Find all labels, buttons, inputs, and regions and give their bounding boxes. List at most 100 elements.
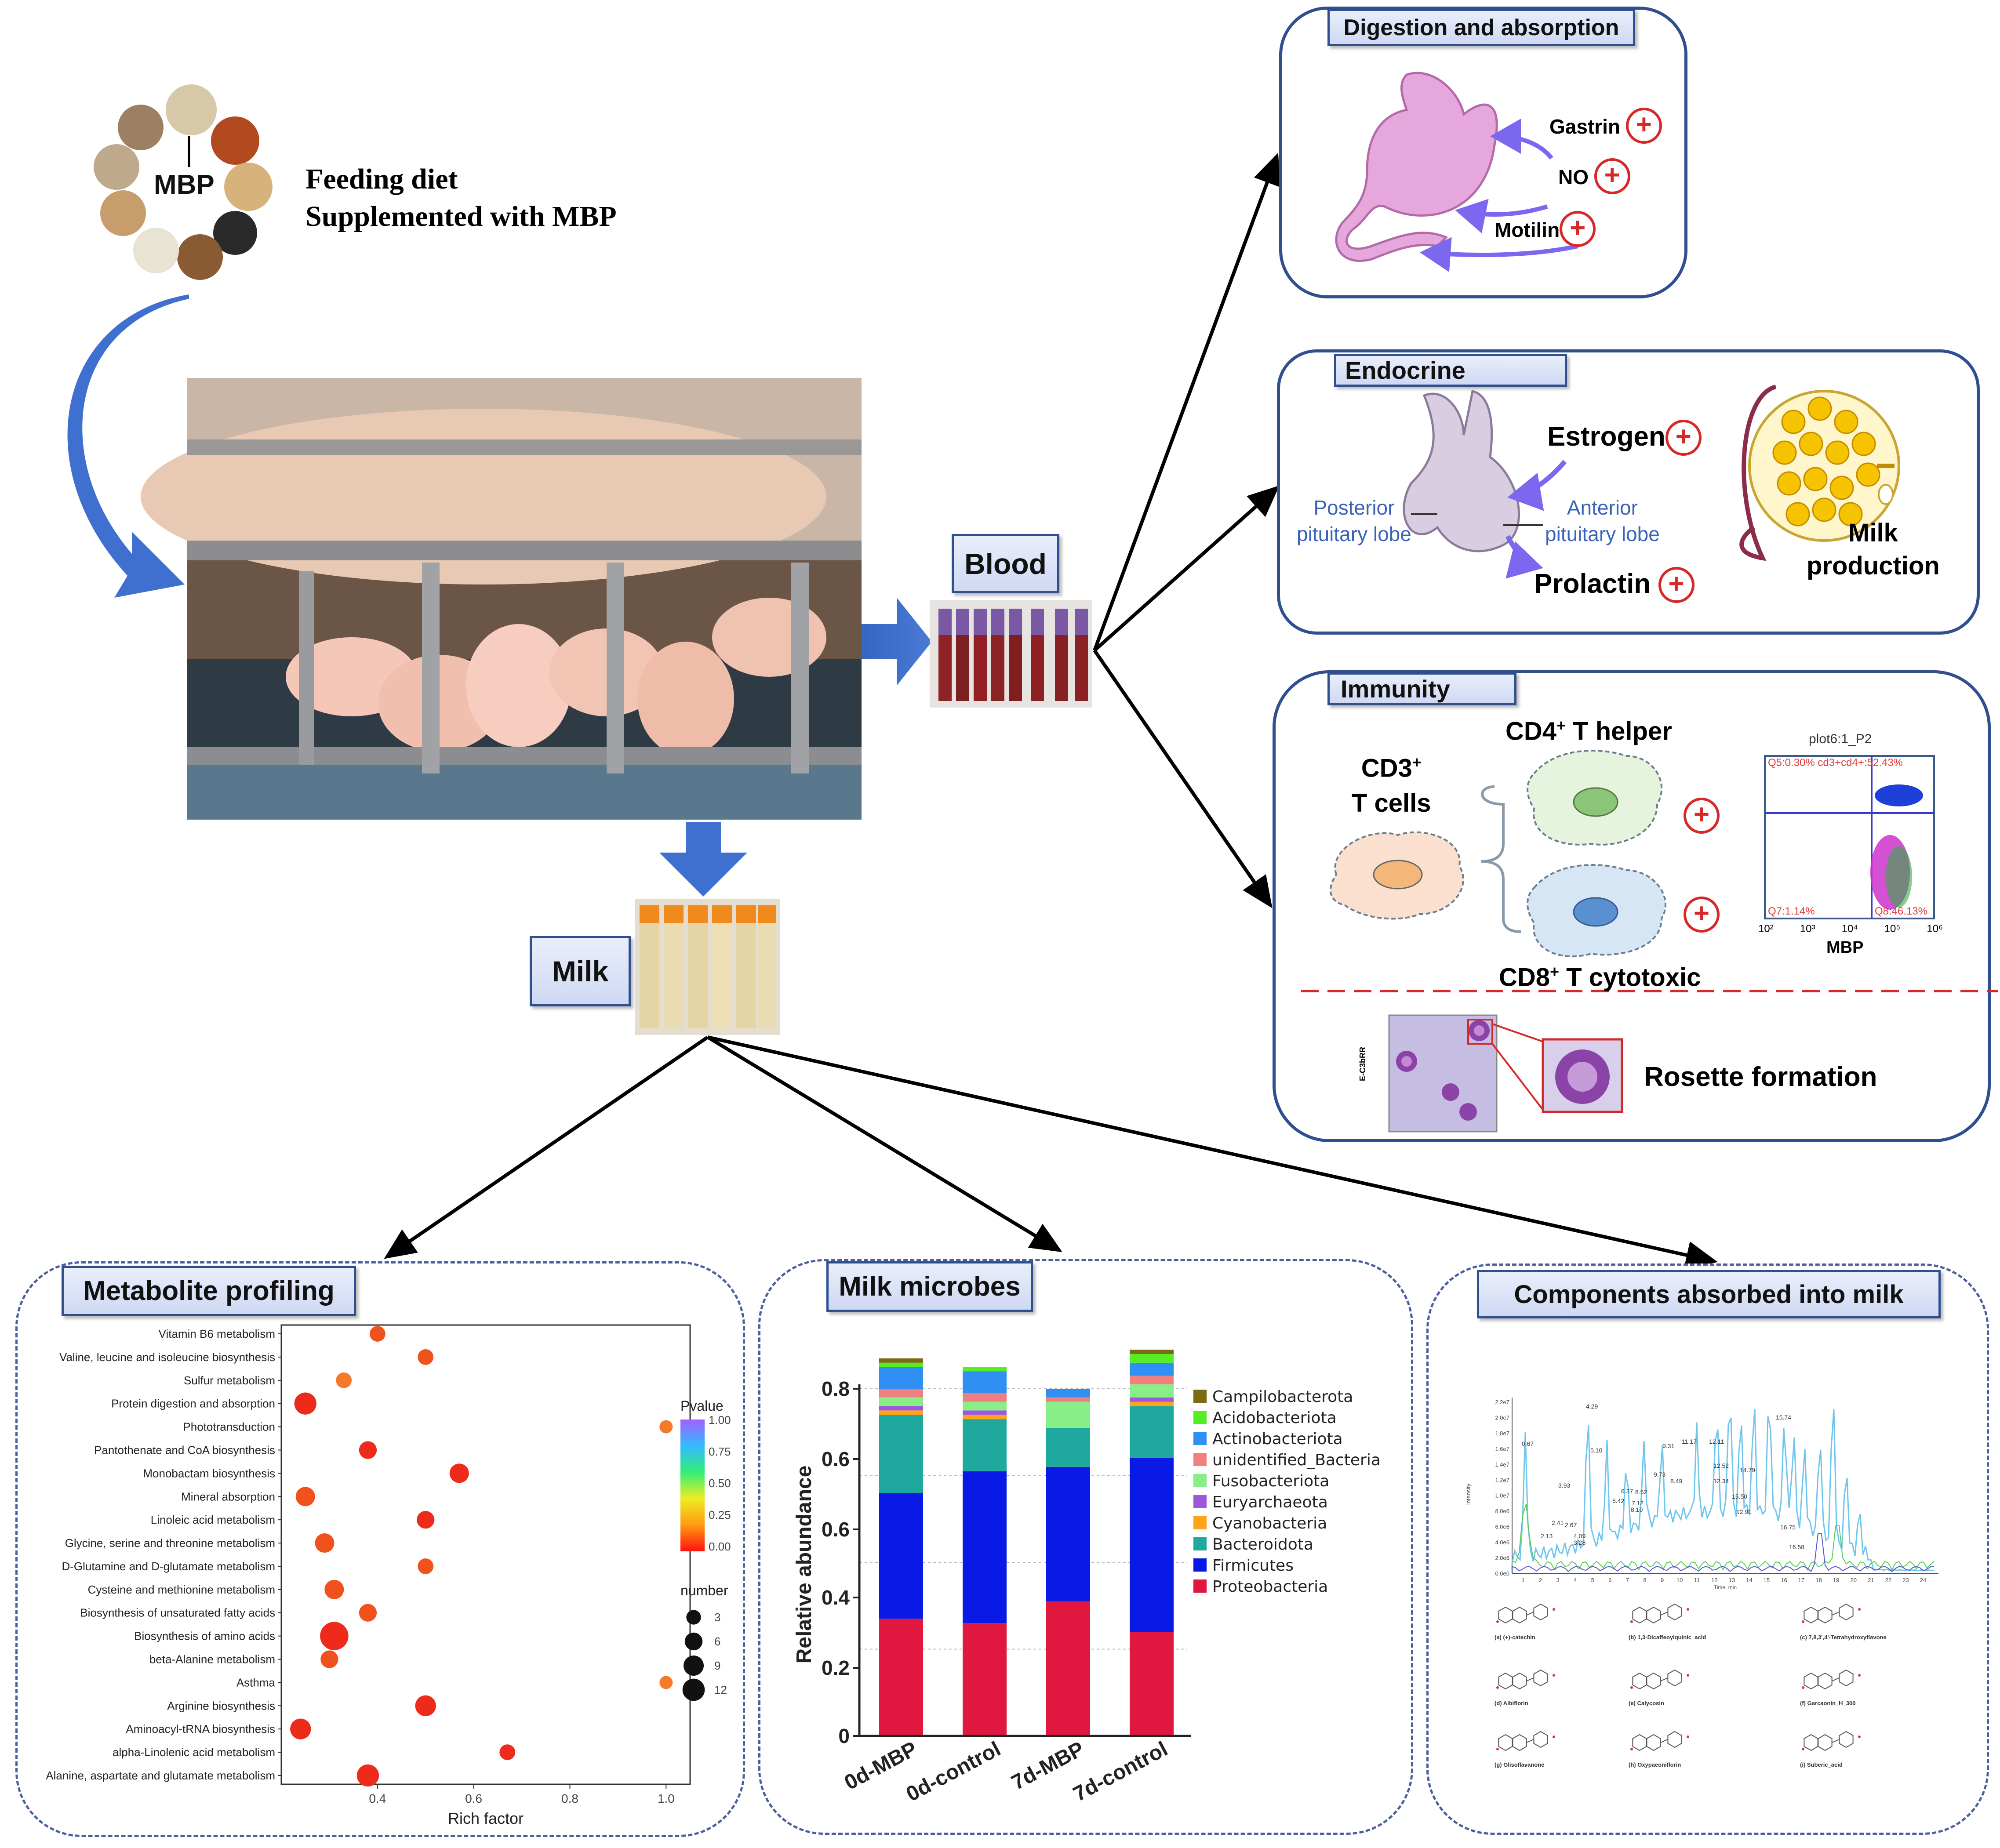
compound-structure: (d) Albiflorin: [1495, 1669, 1555, 1706]
blood-branch-arrows: [1093, 152, 1280, 908]
milk-production-line2: production: [1807, 552, 1940, 580]
micro-legend-label: Cyanobacteria: [1212, 1514, 1327, 1532]
number-legend-tick: 3: [714, 1611, 720, 1624]
chrom-xtick-label: 8: [1643, 1577, 1646, 1583]
micro-bar-segment: [963, 1410, 1007, 1415]
micro-bar-segment: [1130, 1384, 1174, 1398]
chrom-ytick-label: 1.0e7: [1495, 1492, 1509, 1499]
metab-bubble: [359, 1441, 377, 1459]
chrom-xtick-label: 2: [1539, 1577, 1542, 1583]
chrom-xtick-label: 3: [1556, 1577, 1560, 1583]
metab-xtick-label: 0.4: [369, 1792, 386, 1805]
metab-category-label: Asthma: [236, 1676, 276, 1689]
cd3-label: CD3+ T cells: [1352, 745, 1431, 821]
peak-label: 12.91: [1736, 1508, 1752, 1515]
peak-label: 16.58: [1789, 1543, 1804, 1550]
cd4-text: CD4: [1505, 717, 1557, 746]
milk-label: Milk: [530, 936, 631, 1006]
number-legend-dot: [686, 1610, 701, 1625]
compound-label: (c) 7,8,3',4'-Tetrahydroxyflavone: [1800, 1634, 1887, 1641]
chrom-ytick-label: 0.0e0: [1495, 1570, 1509, 1577]
metab-bubble: [324, 1579, 344, 1599]
micro-legend-swatch: [1193, 1411, 1207, 1424]
metab-category-label: Pantothenate and CoA biosynthesis: [94, 1443, 275, 1456]
micro-bar-segment: [1130, 1350, 1174, 1354]
number-legend-tick: 6: [714, 1635, 720, 1648]
micro-bar-segment: [963, 1401, 1007, 1411]
estrogen-text: Estrogen: [1547, 421, 1665, 452]
peak-label: 4.09: [1574, 1532, 1585, 1539]
flow-tick: 10⁶: [1927, 923, 1943, 935]
peak-label: 5.10: [1590, 1447, 1602, 1454]
peak-label: 2.67: [1565, 1521, 1577, 1529]
metab-category-label: beta-Alanine metabolism: [149, 1653, 275, 1666]
metab-bubble: [356, 1764, 379, 1787]
motilin-text: Motilin: [1495, 218, 1560, 241]
cd8-suffix: T cytotoxic: [1559, 963, 1701, 992]
chrom-ytick-label: 2.0e6: [1495, 1555, 1509, 1561]
metab-category-label: Aminoacyl-tRNA biosynthesis: [126, 1722, 275, 1735]
metab-xtick-label: 0.8: [561, 1792, 578, 1805]
peak-label: 4.29: [1586, 1403, 1598, 1410]
chrom-ytick-label: 1.4e7: [1495, 1461, 1509, 1468]
micro-legend-swatch: [1193, 1495, 1207, 1508]
chrom-xtick-label: 7: [1626, 1577, 1629, 1583]
chrom-xtick-label: 16: [1781, 1577, 1787, 1583]
micro-ytick-label: 0.6: [822, 1518, 850, 1541]
micro-bar-segment: [879, 1410, 923, 1415]
chrom-xtick-label: 20: [1851, 1577, 1857, 1583]
plus-icon: +: [1594, 158, 1630, 194]
chrom-ytick-label: 8.0e6: [1495, 1508, 1509, 1514]
blood-arrow: [862, 598, 932, 686]
micro-bar-segment: [879, 1619, 923, 1736]
chrom-ylabel: Intensity: [1465, 1483, 1472, 1505]
micro-legend-label: Proteobacteria: [1212, 1578, 1328, 1596]
milk-tubes-photo: [635, 899, 780, 1035]
chrom-xtick-label: 23: [1902, 1577, 1909, 1583]
peak-label: 15.50: [1732, 1493, 1747, 1500]
chrom-xtick-label: 9: [1661, 1577, 1664, 1583]
peak-label: 2.41: [1552, 1519, 1564, 1526]
posterior-lobe-label: Posterior pituitary lobe: [1297, 494, 1411, 547]
metab-category-label: Monobactam biosynthesis: [143, 1467, 275, 1480]
chrom-xtick-label: 24: [1920, 1577, 1926, 1583]
peak-label: 3.28: [1574, 1539, 1585, 1546]
micro-bar-segment: [963, 1419, 1007, 1471]
flow-x-ticks: 10² 10³ 10⁴ 10⁵ 10⁶: [1758, 923, 1943, 935]
micro-bar-segment: [1130, 1406, 1174, 1458]
micro-bar-segment: [1130, 1397, 1174, 1402]
metab-bubble: [418, 1558, 434, 1574]
micro-legend-label: Campilobacterota: [1212, 1388, 1353, 1406]
micro-ytick-label: 0: [838, 1725, 850, 1747]
chrom-xtick-label: 6: [1608, 1577, 1611, 1583]
pvalue-legend-tick: 0.50: [709, 1477, 731, 1490]
milk-arrow: [659, 822, 747, 897]
peak-label: 16.75: [1780, 1524, 1796, 1531]
chrom-xtick-label: 14: [1746, 1577, 1752, 1583]
cd4-plus: +: [1684, 798, 1720, 834]
micro-legend-swatch: [1193, 1558, 1207, 1572]
pvalue-legend-tick: 0.00: [709, 1540, 731, 1553]
diet-text-line1: Feeding diet: [305, 163, 458, 195]
metab-bubble: [320, 1622, 349, 1650]
micro-legend-swatch: [1193, 1474, 1207, 1487]
metab-category-label: Vitamin B6 metabolism: [159, 1327, 275, 1340]
micro-bar-segment: [963, 1393, 1007, 1402]
components-title: Components absorbed into milk: [1477, 1270, 1941, 1318]
peak-label: 2.13: [1541, 1532, 1553, 1539]
metab-bubble: [415, 1695, 436, 1716]
chrom-xtick-label: 5: [1591, 1577, 1594, 1583]
flow-q8-label: Q8:46.13%: [1875, 905, 1928, 917]
cd4-label: CD4+ T helper: [1505, 716, 1672, 746]
micro-bar-segment: [879, 1493, 923, 1619]
flow-tick: 10²: [1758, 923, 1774, 935]
anterior-line2: pituitary lobe: [1545, 523, 1660, 545]
estrogen-label: Estrogen+: [1547, 420, 1702, 456]
micro-bar-segment: [879, 1367, 923, 1389]
chrom-xtick-label: 19: [1833, 1577, 1839, 1583]
chrom-ytick-label: 6.0e6: [1495, 1524, 1509, 1530]
milk-production-label: Milk production: [1807, 516, 1940, 582]
metab-category-label: Biosynthesis of amino acids: [134, 1630, 275, 1643]
